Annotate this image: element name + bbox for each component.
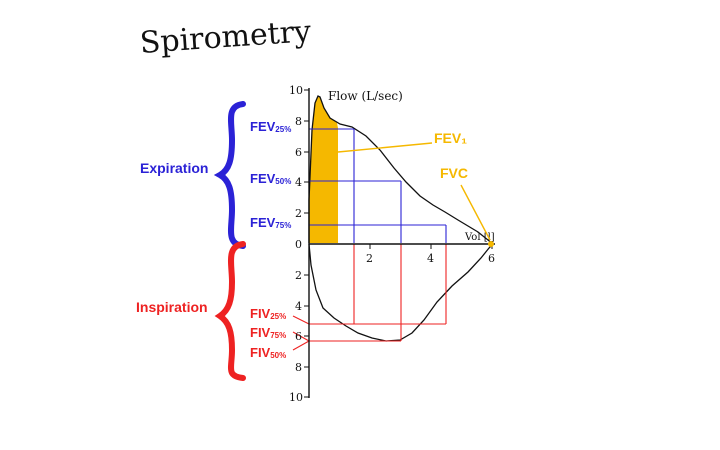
y-tick-label: 2 bbox=[295, 269, 302, 282]
fiv50-main: FIV bbox=[250, 345, 271, 360]
fiv25-label: FIV25% bbox=[250, 306, 286, 321]
fiv75-sub: 75% bbox=[270, 331, 287, 340]
x-tick-label: 6 bbox=[488, 252, 495, 265]
y-tick-label: 10 bbox=[289, 84, 303, 97]
y-tick-label: 4 bbox=[295, 300, 302, 313]
y-axis-title: Flow (L/sec) bbox=[328, 89, 403, 103]
fev50-main: FEV bbox=[250, 171, 276, 186]
inspiration-label: Inspiration bbox=[136, 299, 208, 315]
expiration-brace bbox=[213, 101, 246, 249]
axes bbox=[308, 88, 495, 398]
expiration-curve bbox=[308, 95, 494, 245]
fvc-marker bbox=[488, 241, 494, 247]
fev1-area bbox=[309, 96, 338, 243]
fev50-label: FEV50% bbox=[250, 171, 291, 186]
inspiration-brace bbox=[214, 241, 246, 381]
y-tick-label: 6 bbox=[295, 330, 302, 343]
fev75-label: FEV75% bbox=[250, 215, 291, 230]
fiv50-sub: 50% bbox=[270, 351, 287, 360]
fvc-label: FVC bbox=[440, 165, 468, 181]
x-tick-label: 2 bbox=[366, 252, 373, 265]
expiration-label: Expiration bbox=[140, 160, 209, 176]
fev25-sub: 25% bbox=[275, 125, 292, 134]
fev25-main: FEV bbox=[250, 119, 276, 134]
y-tick-label: 4 bbox=[295, 176, 302, 189]
y-tick-label: 2 bbox=[295, 207, 302, 220]
fev75-sub: 75% bbox=[275, 221, 292, 230]
y-tick-marks bbox=[304, 89, 309, 398]
fev75-main: FEV bbox=[250, 215, 276, 230]
x-axis-title: Vol [l] bbox=[464, 232, 495, 243]
fev1-label: FEV₁ bbox=[434, 130, 468, 146]
y-tick-label: 10 bbox=[289, 391, 303, 404]
y-tick-label: 0 bbox=[295, 238, 302, 251]
x-tick-marks bbox=[369, 244, 493, 249]
fiv50-label: FIV50% bbox=[250, 345, 286, 360]
y-tick-label: 8 bbox=[295, 115, 302, 128]
y-tick-label: 6 bbox=[295, 146, 302, 159]
fiv25-main: FIV bbox=[250, 306, 271, 321]
fev1-pointer bbox=[337, 142, 433, 153]
fev50-sub: 50% bbox=[275, 177, 292, 186]
x-tick-label: 4 bbox=[427, 252, 434, 265]
fiv75-label: FIV75% bbox=[250, 325, 286, 340]
fiv75-main: FIV bbox=[250, 325, 271, 340]
fev25-label: FEV25% bbox=[250, 119, 291, 134]
fvc-pointer bbox=[460, 184, 491, 241]
fev-guides bbox=[309, 128, 447, 243]
y-tick-label: 8 bbox=[295, 361, 302, 374]
fiv-guides bbox=[292, 244, 447, 351]
fiv25-sub: 25% bbox=[270, 312, 287, 321]
